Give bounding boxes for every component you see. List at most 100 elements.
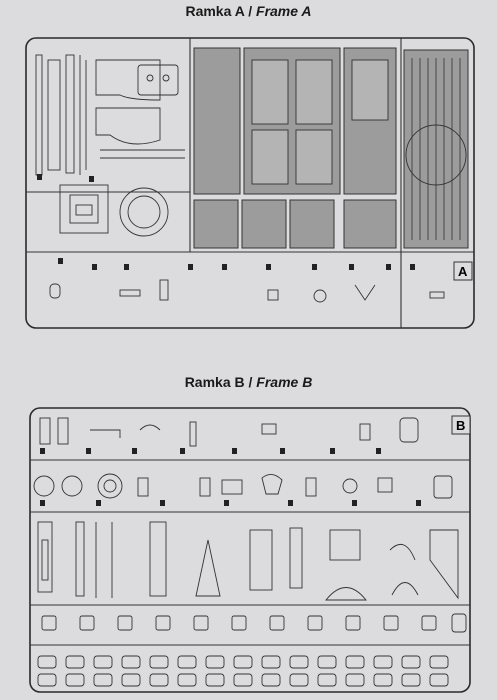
grey-panel-window bbox=[351, 59, 389, 121]
part-link bbox=[429, 655, 449, 669]
part-link bbox=[93, 673, 113, 687]
part-arc bbox=[389, 543, 416, 561]
part-link bbox=[149, 655, 169, 669]
frame-b-title-main: Ramka B / bbox=[184, 374, 253, 390]
part-hole bbox=[162, 74, 170, 82]
part-link bbox=[121, 655, 141, 669]
part-cell bbox=[269, 615, 285, 631]
grey-grill-ring bbox=[405, 124, 467, 186]
part-cell bbox=[193, 615, 209, 631]
part-small bbox=[429, 291, 445, 299]
part-link bbox=[233, 673, 253, 687]
frame-b-tags bbox=[40, 448, 421, 506]
part-wheel bbox=[61, 475, 83, 497]
grey-grill-slats bbox=[411, 58, 461, 240]
part-bracket bbox=[137, 64, 179, 96]
grey-panel-small bbox=[289, 199, 335, 249]
part-link bbox=[345, 673, 365, 687]
part-small-round bbox=[313, 289, 327, 303]
frame-b-row3-parts bbox=[37, 521, 459, 601]
part-small bbox=[267, 289, 279, 301]
part-link bbox=[373, 673, 393, 687]
part-bracket bbox=[329, 529, 361, 561]
part-small bbox=[49, 283, 61, 299]
part-long-inner bbox=[41, 539, 49, 581]
part-panel bbox=[429, 529, 459, 600]
part-small bbox=[119, 289, 141, 297]
frame-a-title-italic: Frame A bbox=[256, 3, 312, 19]
part-panel bbox=[249, 529, 273, 591]
part-wheel bbox=[33, 475, 55, 497]
frame-a-plates bbox=[95, 59, 185, 159]
part-link bbox=[345, 655, 365, 669]
part-link bbox=[261, 655, 281, 669]
part-small bbox=[359, 423, 371, 441]
frame-a-title: Ramka A / Frame A bbox=[0, 3, 497, 19]
part-small bbox=[189, 421, 197, 447]
frame-a-lower-parts bbox=[49, 279, 445, 303]
part-link bbox=[429, 673, 449, 687]
frame-a-grey-panels bbox=[193, 47, 469, 249]
part-link bbox=[177, 655, 197, 669]
part-link bbox=[373, 655, 393, 669]
grey-panel-window bbox=[295, 129, 333, 185]
part-small-arc bbox=[139, 424, 161, 431]
part-small-l bbox=[90, 429, 121, 438]
frame-b-top-parts bbox=[39, 417, 419, 447]
part-small bbox=[57, 417, 69, 445]
grey-panel-small bbox=[241, 199, 287, 249]
frame-b-sprue: B bbox=[29, 407, 471, 693]
part-cell bbox=[383, 615, 399, 631]
part-arc bbox=[391, 582, 419, 596]
frame-b-row2-parts bbox=[33, 473, 453, 499]
part-link bbox=[205, 673, 225, 687]
part-link bbox=[317, 655, 337, 669]
part-link bbox=[205, 655, 225, 669]
part-link bbox=[37, 655, 57, 669]
part-long bbox=[75, 521, 85, 597]
frame-a-tags bbox=[37, 174, 415, 270]
part-small bbox=[305, 477, 317, 497]
part-cell bbox=[451, 613, 467, 633]
part-wheel bbox=[97, 473, 123, 499]
part-bar bbox=[65, 54, 75, 174]
part-bar bbox=[47, 59, 61, 171]
frame-b-title: Ramka B / Frame B bbox=[0, 374, 497, 390]
part-link bbox=[65, 673, 85, 687]
part-disc bbox=[119, 187, 169, 237]
part-small bbox=[261, 423, 277, 435]
frame-b-outline bbox=[29, 407, 471, 693]
part-link bbox=[177, 673, 197, 687]
part-link bbox=[233, 655, 253, 669]
grey-panel-small bbox=[193, 199, 239, 249]
grey-panel bbox=[193, 47, 241, 195]
part-small-round bbox=[342, 478, 358, 494]
frame-a-title-main: Ramka A / bbox=[185, 3, 253, 19]
part-link bbox=[65, 655, 85, 669]
part-hole bbox=[146, 74, 154, 82]
part-plate bbox=[95, 107, 161, 145]
frame-b-letter: B bbox=[456, 418, 465, 433]
grey-panel-window bbox=[251, 59, 289, 125]
part-plate bbox=[95, 59, 161, 101]
part-link bbox=[289, 673, 309, 687]
part-cell bbox=[155, 615, 171, 631]
part-small bbox=[137, 477, 149, 497]
part-link bbox=[401, 655, 421, 669]
part-cell bbox=[421, 615, 437, 631]
part-wedge bbox=[195, 539, 221, 597]
part-panel bbox=[289, 527, 303, 589]
part-rod bbox=[35, 54, 43, 176]
part-block bbox=[59, 184, 109, 234]
frame-b-row4-parts bbox=[41, 613, 467, 633]
part-link bbox=[401, 673, 421, 687]
part-cell bbox=[41, 615, 57, 631]
part-small bbox=[159, 279, 169, 301]
part-wheel-hub bbox=[103, 479, 117, 493]
part-link bbox=[289, 655, 309, 669]
frame-a-letter: A bbox=[458, 264, 468, 279]
grey-panel-window bbox=[251, 129, 289, 185]
part-link bbox=[37, 673, 57, 687]
part-block-core bbox=[75, 204, 93, 216]
